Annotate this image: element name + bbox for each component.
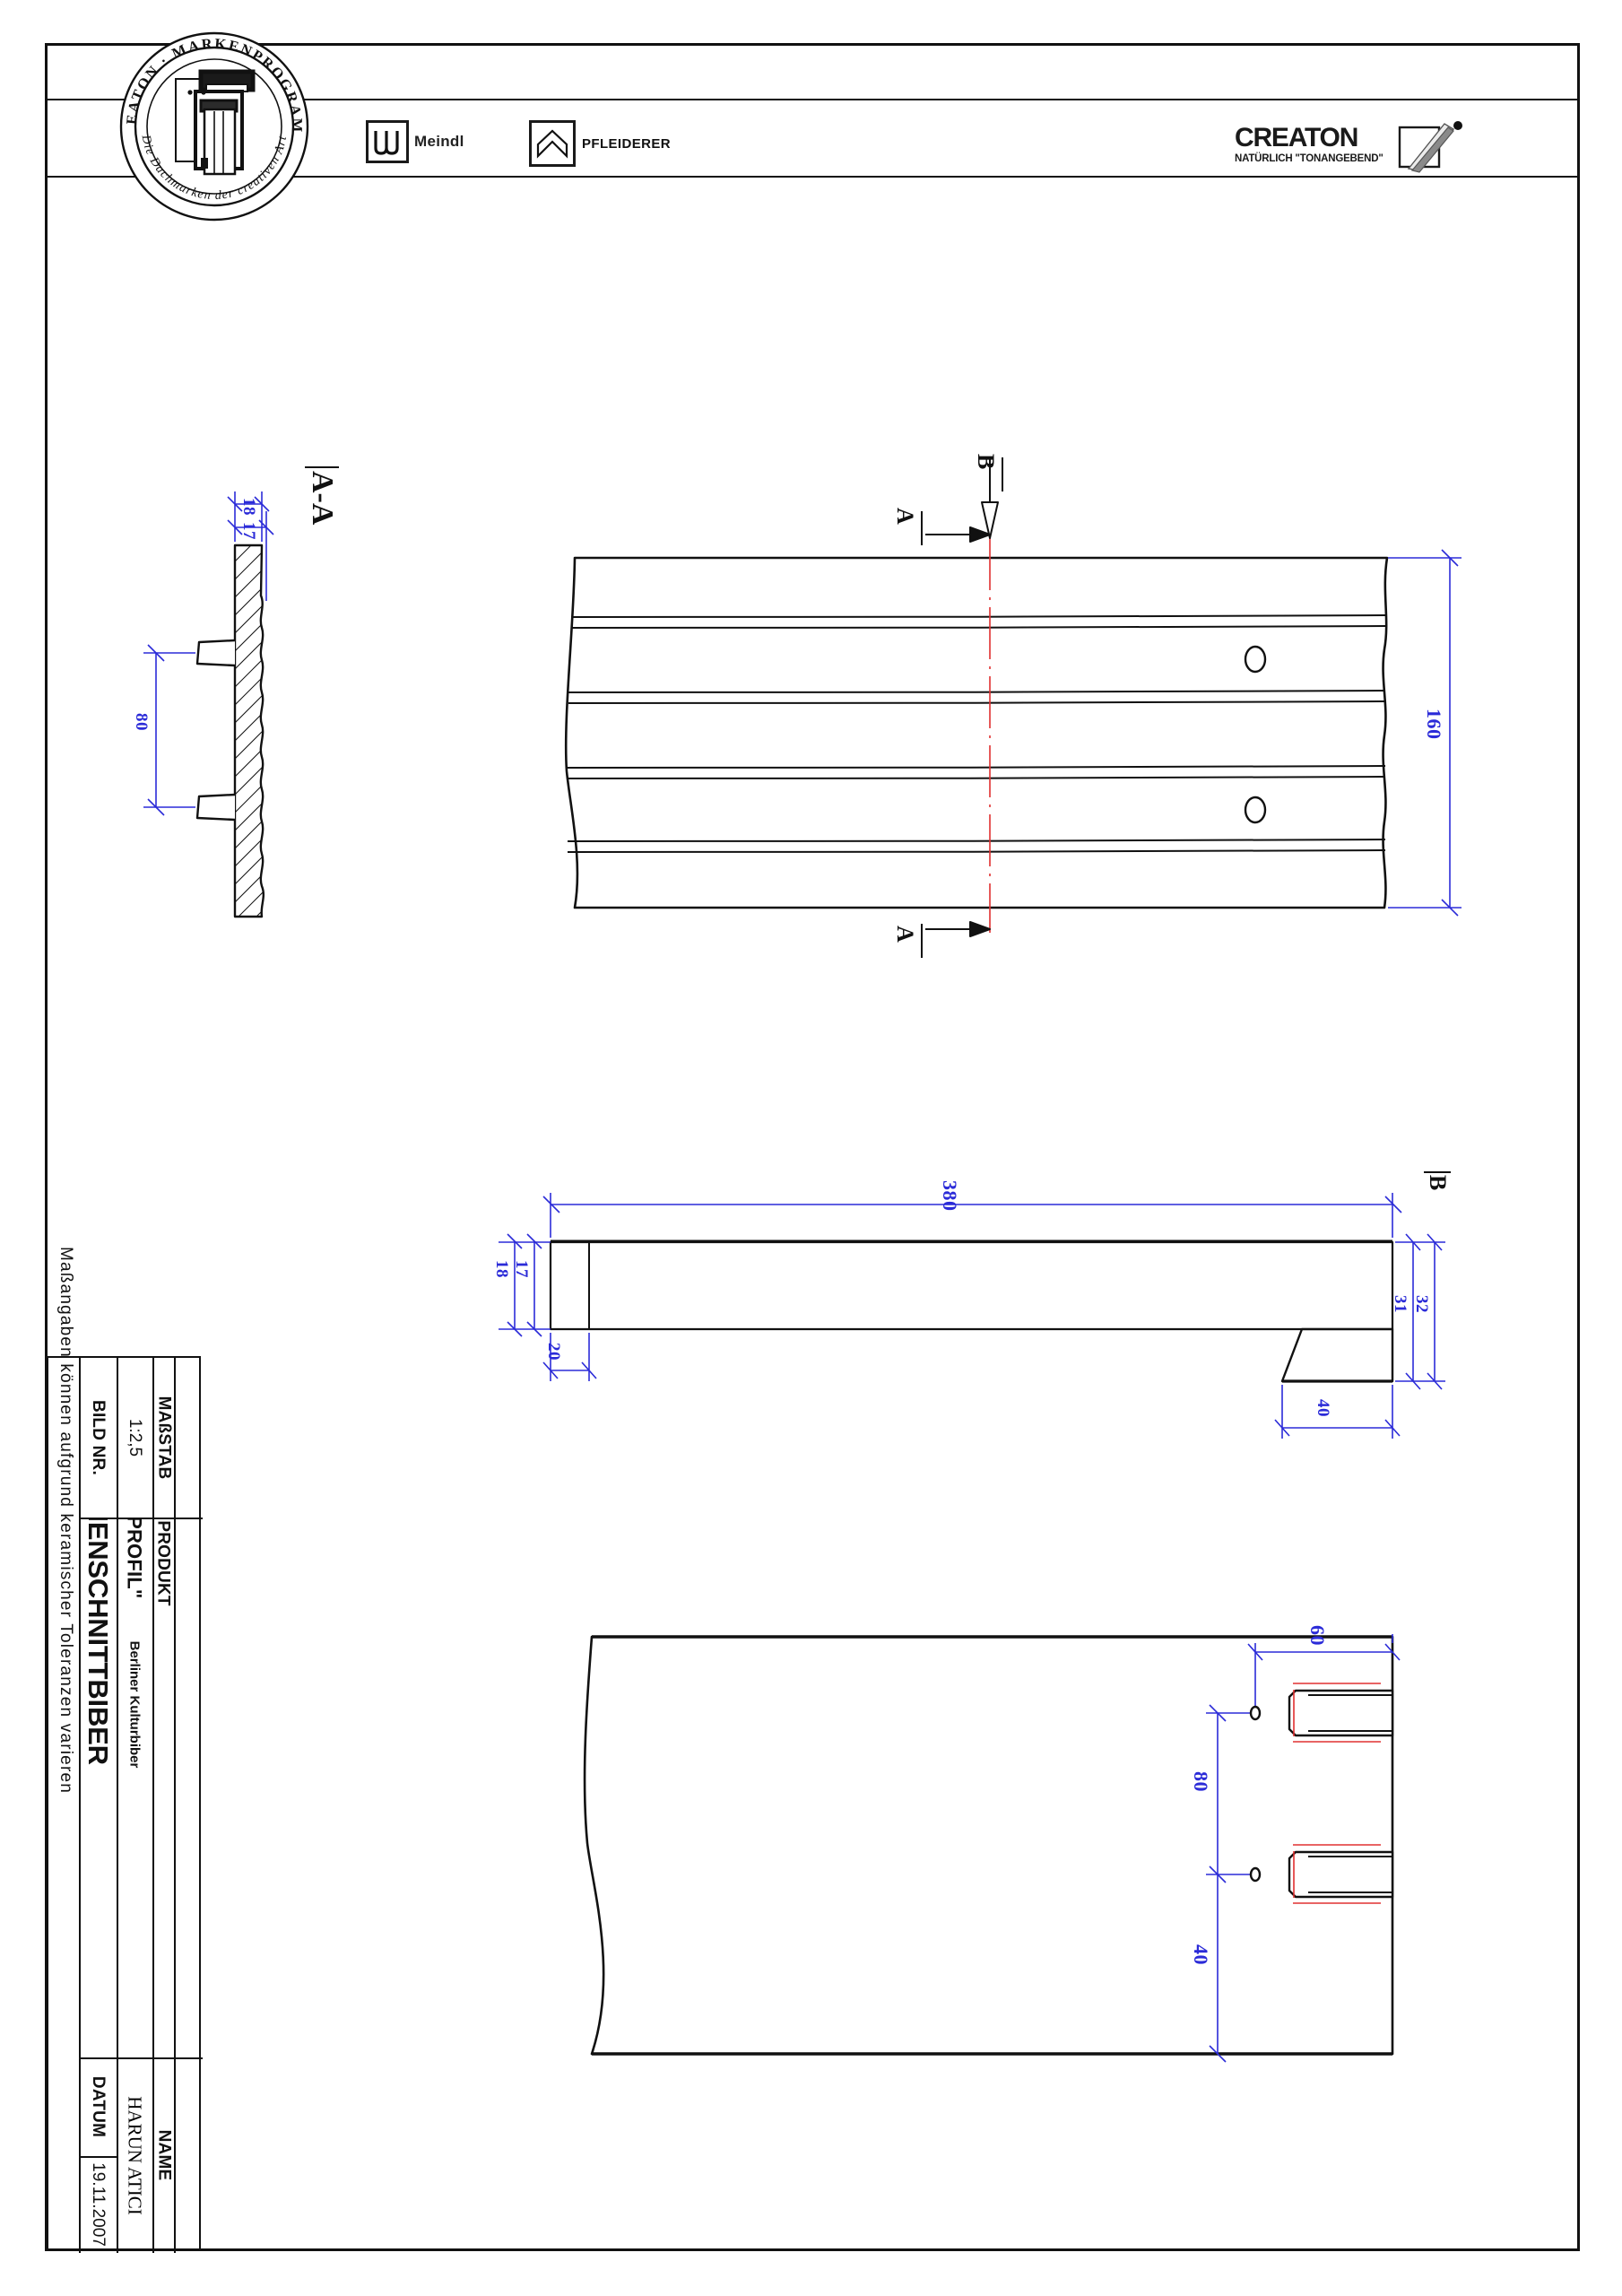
title-block: MAßSTAB 1:2,5 BILD NR. PRODUKT "PROFIL" … (47, 1356, 203, 2253)
tb-massstab-value-cell: 1:2,5 (117, 1358, 152, 1518)
tb-divider-2 (117, 1358, 118, 2253)
frame-rule-top (47, 99, 1578, 100)
dim-32-section-b: 32 (1412, 1295, 1431, 1313)
dim-80-bottom-view: 80 (1190, 1771, 1212, 1792)
dim-80-section-aa: 80 (132, 713, 151, 731)
creaton-markenprogramm-seal: CREATON · MARKENPROGRAMM Die Dachmarken … (107, 13, 314, 226)
tb-produkt-sub: Berliner Kulturbiber (126, 1640, 143, 1769)
logo-creaton: CREATON NATÜRLICH "TONANGEBEND" (1233, 118, 1475, 174)
tb-datum-header: DATUM (89, 2075, 108, 2138)
tb-massstab-value: 1:2,5 (126, 1418, 145, 1457)
tb-row-divider-1 (79, 1518, 203, 1519)
tb-part-title: ½ SEGMENSCHNITTBIBER (82, 1518, 115, 1765)
creaton-registered-mark (1453, 121, 1462, 130)
dim-18-section-aa: 18 (239, 498, 258, 516)
tb-part-title-cell: ½ SEGMENSCHNITTBIBER (79, 1518, 117, 2057)
dim-60-bottom-view: 60 (1306, 1625, 1329, 1646)
dim-40-bottom-view: 40 (1190, 1944, 1212, 1965)
pfleiderer-label: PFLEIDERER (582, 135, 672, 152)
dim-40-section-b: 40 (1314, 1399, 1332, 1417)
tb-name-header: NAME (154, 2129, 173, 2181)
drawing-frame (45, 43, 1580, 2251)
dim-160-top-view: 160 (1423, 709, 1445, 740)
tb-produkt-sub-cell: Berliner Kulturbiber (117, 1518, 152, 2057)
pfleiderer-chevron-icon (529, 120, 576, 167)
tb-divider-4 (174, 1358, 176, 2253)
tb-divider-1 (79, 1358, 81, 2253)
creaton-tagline: NATÜRLICH "TONANGEBEND" (1235, 152, 1383, 164)
tb-massstab-header-cell: MAßSTAB (152, 1358, 174, 1518)
tb-produkt-header-cell: PRODUKT (152, 1518, 174, 2057)
tb-name-value: HARUN ATICI (124, 2095, 146, 2215)
frame-rule-bottom (47, 176, 1578, 178)
tb-bildnr-header: BILD NR. (89, 1400, 108, 1475)
tb-datum-value-cell: 19.11.2007 (79, 2156, 117, 2253)
tb-datum-header-cell: DATUM (79, 2057, 117, 2156)
section-mark-a-top: A (892, 508, 918, 525)
meindl-mark-icon (366, 120, 409, 163)
dim-17-section-aa: 17 (239, 522, 258, 540)
tb-row-divider-2 (79, 2057, 203, 2059)
view-label-b: B (1424, 1171, 1451, 1191)
logo-meindl: Meindl (366, 120, 464, 163)
tb-bildnr-header-cell: BILD NR. (79, 1358, 117, 1518)
dim-18-section-b: 18 (492, 1260, 511, 1278)
tb-name-header-cell: NAME (152, 2057, 174, 2253)
meindl-label: Meindl (414, 133, 464, 150)
tb-divider-3 (152, 1358, 154, 2253)
tb-name-value-cell: HARUN ATICI (117, 2057, 152, 2253)
tb-datum-value: 19.11.2007 (89, 2162, 108, 2247)
creaton-wordmark: CREATON (1235, 123, 1357, 152)
dim-31-section-b: 31 (1391, 1295, 1409, 1313)
logo-pfleiderer: PFLEIDERER (529, 120, 671, 167)
dim-20-section-b: 20 (544, 1343, 563, 1361)
tb-produkt-header: PRODUKT (154, 1520, 173, 1606)
section-mark-b-top: B (973, 454, 999, 470)
tb-massstab-header: MAßSTAB (154, 1396, 173, 1480)
tb-row-divider-3 (79, 2156, 117, 2158)
dim-17-section-b: 17 (512, 1260, 531, 1278)
tolerance-note-text: Maßangaben können aufgrund keramischer T… (56, 1246, 75, 1795)
dim-380-section-b: 380 (939, 1180, 961, 1212)
view-label-aa: A-A (305, 466, 339, 526)
tolerance-note: Maßangaben können aufgrund keramischer T… (52, 1247, 79, 2246)
section-mark-a-bottom: A (892, 926, 918, 943)
